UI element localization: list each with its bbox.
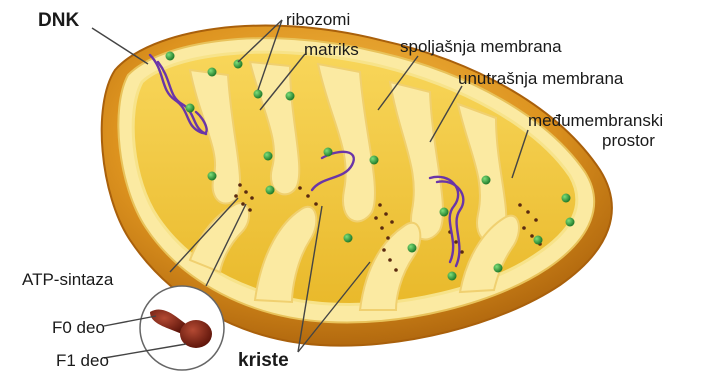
atp-synthase-zoom bbox=[140, 286, 224, 370]
label-spoljasnja-membrana: spoljašnja membrana bbox=[400, 38, 562, 56]
label-atp-sintaza: ATP-sintaza bbox=[22, 271, 113, 289]
label-prostor: prostor bbox=[602, 132, 655, 150]
label-medjumembranski: međumembranski bbox=[528, 112, 663, 130]
label-kriste: kriste bbox=[238, 352, 289, 370]
label-matriks: matriks bbox=[304, 41, 359, 59]
label-dnk: DNK bbox=[38, 12, 79, 30]
label-ribozomi: ribozomi bbox=[286, 11, 350, 29]
label-unutrasnja-membrana: unutrašnja membrana bbox=[458, 70, 623, 88]
label-f1-deo: F1 deo bbox=[56, 352, 109, 370]
label-f0-deo: F0 deo bbox=[52, 319, 105, 337]
